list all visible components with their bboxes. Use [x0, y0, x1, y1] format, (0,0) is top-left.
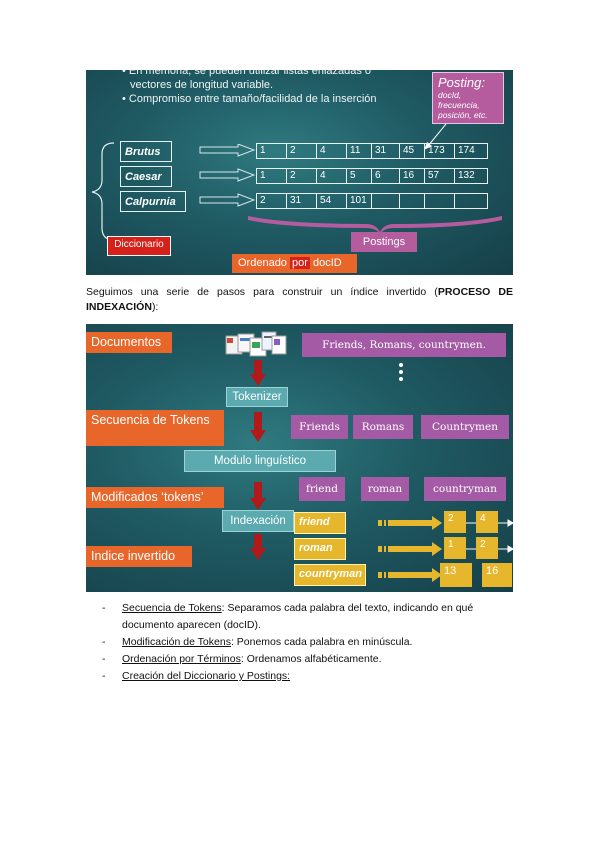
por-text: por	[290, 257, 310, 269]
term-arrows	[199, 144, 256, 207]
postings-list-brutus: 1 2 4 11 31 45 173 174	[256, 143, 488, 159]
vertical-ellipsis-icon	[399, 363, 403, 381]
posting-cell: 6	[372, 169, 400, 183]
posting-countryman-1: 13	[440, 563, 472, 587]
modulo-linguistico-step: Modulo linguístico	[184, 450, 336, 472]
list-item-heading: Modificación de Tokens	[122, 636, 231, 648]
list-item-heading: Secuencia de Tokens	[122, 602, 222, 614]
intro-paragraph: Seguimos una serie de pasos para constru…	[86, 285, 513, 315]
bullet-text: • Compromiso entre tamaño/facilidad de l…	[122, 93, 377, 105]
list-item-text: : Ordenamos alfabéticamente.	[240, 653, 382, 665]
posting-cell	[372, 194, 400, 208]
posting-cell: 5	[347, 169, 372, 183]
posting-cell	[425, 194, 455, 208]
posting-cell: 45	[400, 144, 425, 158]
bullet-text-cut: • En memoria, se pueden utilizar listas …	[122, 70, 372, 77]
posting-cell: 173	[425, 144, 455, 158]
posting-title: Posting:	[438, 75, 485, 90]
token-romans: Romans	[353, 415, 413, 439]
postings-label: Postings	[351, 232, 417, 252]
posting-roman-2: 2	[476, 537, 498, 559]
posting-cell: 4	[317, 144, 347, 158]
posting-cell: 174	[458, 145, 475, 156]
posting-cell: 2	[287, 144, 317, 158]
posting-cell: 1	[257, 144, 287, 158]
list-item-text-cont: documento aparecen (docID).	[122, 619, 261, 631]
index-term-countryman: countryman	[294, 564, 366, 586]
index-term-friend: friend	[294, 512, 346, 534]
index-term-roman: roman	[294, 538, 346, 560]
posting-cell: 54	[317, 194, 347, 208]
posting-cell: 1	[257, 169, 287, 183]
posting-line: docId,	[438, 90, 462, 100]
intro-text: Seguimos una serie de pasos para constru…	[86, 286, 438, 298]
document-text-box: Friends, Romans, countrymen.	[302, 333, 506, 357]
ordenado-por-docid-label: Ordenado por docID	[232, 254, 357, 273]
steps-list: - Secuencia de Tokens: Separamos cada pa…	[102, 600, 522, 685]
label-modificados-tokens: Modificados ‘tokens’	[86, 487, 224, 508]
postings-list-caesar: 1 2 4 5 6 16 57 132	[256, 168, 488, 184]
token-countrymen: Countrymen	[421, 415, 509, 439]
token-friends: Friends	[291, 415, 348, 439]
posting-pointer-arrow	[424, 123, 447, 150]
posting-cell: 31	[372, 144, 400, 158]
posting-cell: 2	[287, 169, 317, 183]
list-item-heading: Creación del Diccionario y Postings:	[122, 670, 291, 682]
postings-list-calpurnia: 2 31 54 101	[256, 193, 488, 209]
list-item: - Modificación de Tokens: Ponemos cada p…	[102, 636, 413, 648]
intro-end: ):	[151, 301, 159, 313]
label-documentos: Documentos	[86, 332, 172, 353]
list-item: - Secuencia de Tokens: Separamos cada pa…	[102, 602, 474, 631]
posting-friend-1: 2	[444, 511, 466, 533]
down-arrow-icon	[250, 482, 266, 510]
intro-bold: PROCESO DE INDEXACIÓN	[86, 286, 514, 313]
posting-cell: 57	[425, 169, 455, 183]
list-item-text: : Separamos cada palabra del texto, indi…	[221, 602, 474, 614]
posting-line: frecuencia,	[438, 100, 480, 110]
down-arrow-icon	[250, 534, 266, 560]
list-item-text: : Ponemos cada palabra en minúscula.	[230, 636, 413, 648]
posting-cell: 11	[347, 144, 372, 158]
list-item-heading: Ordenación por Términos	[122, 653, 241, 665]
docid-text: docID	[312, 257, 342, 269]
diccionario-label: Diccionario	[107, 236, 171, 256]
term-caesar: Caesar	[120, 166, 172, 187]
modified-friend: friend	[299, 477, 345, 501]
modified-countryman: countryman	[424, 477, 506, 501]
documents-icon	[225, 331, 287, 357]
posting-definition-box: Posting: docId, frecuencia, posición, et…	[432, 72, 504, 124]
posting-cell: 101	[347, 194, 372, 208]
down-arrow-icon	[250, 412, 266, 442]
posting-countryman-2: 16	[482, 563, 512, 587]
term-calpurnia: Calpurnia	[120, 191, 186, 212]
posting-line: posición, etc.	[438, 110, 488, 120]
list-item: - Creación del Diccionario y Postings:	[102, 670, 291, 682]
posting-roman-1: 1	[444, 537, 466, 559]
label-secuencia-tokens: Secuencia de Tokens	[86, 410, 224, 446]
modified-roman: roman	[361, 477, 409, 501]
posting-cell: 31	[287, 194, 317, 208]
posting-cell: 132	[458, 170, 475, 181]
posting-cell	[400, 194, 425, 208]
inverted-index-slide: • En memoria, se pueden utilizar listas …	[86, 70, 513, 275]
posting-cell	[455, 194, 487, 208]
bullet-text-cont: vectores de longitud variable.	[130, 79, 274, 91]
indexing-process-slide: Documentos Secuencia de Tokens Modificad…	[86, 324, 513, 592]
term-brutus: Brutus	[120, 141, 172, 162]
label-indice-invertido: Indice invertido	[86, 546, 192, 567]
list-item: - Ordenación por Términos: Ordenamos alf…	[102, 653, 382, 665]
posting-cell: 2	[257, 194, 287, 208]
tokenizer-step: Tokenizer	[226, 387, 288, 407]
postings-brace	[248, 216, 502, 234]
indexacion-step: Indexación	[222, 510, 294, 532]
down-arrow-icon	[250, 360, 266, 386]
posting-cell: 16	[400, 169, 425, 183]
ordenado-text: Ordenado	[238, 257, 287, 269]
dictionary-brace	[91, 142, 115, 241]
posting-friend-2: 4	[476, 511, 498, 533]
posting-cell: 4	[317, 169, 347, 183]
